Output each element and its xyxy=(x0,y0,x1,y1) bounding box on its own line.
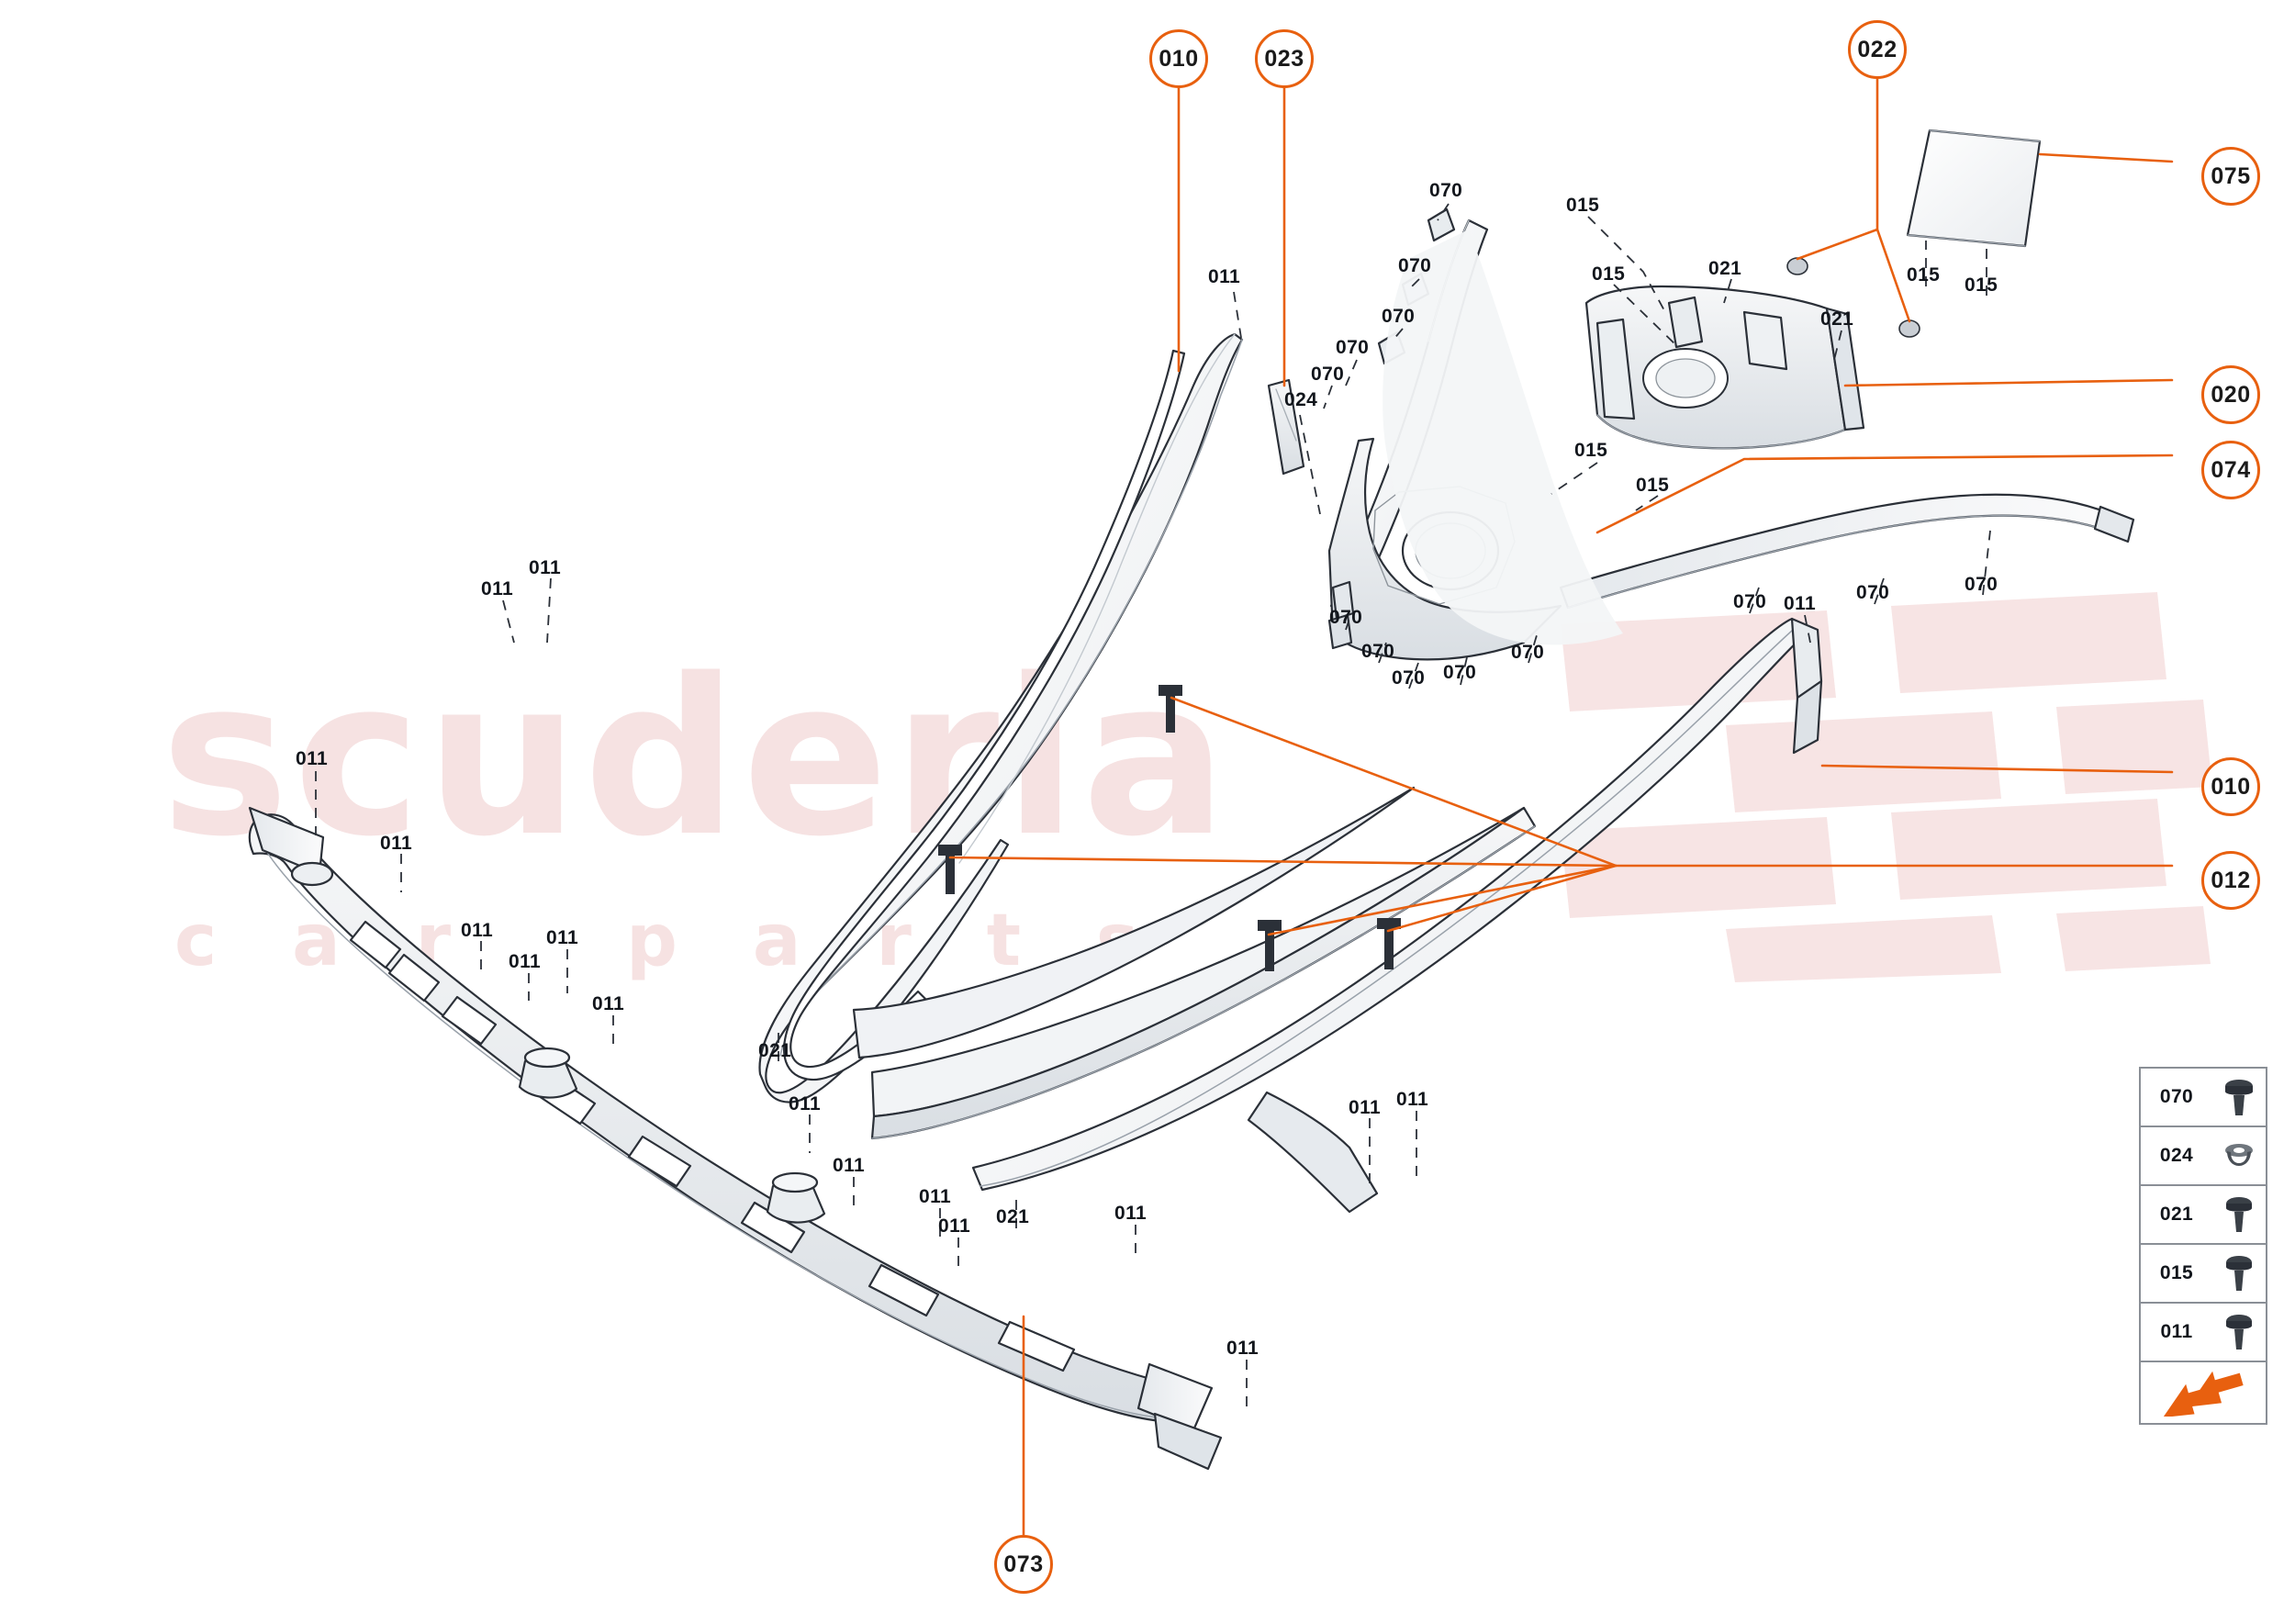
legend-table: 070 024 021 xyxy=(2139,1067,2267,1425)
part-clip-strip-023 xyxy=(1267,378,1305,476)
part-label-070: 070 xyxy=(1336,337,1370,358)
part-windshield-moulding xyxy=(852,786,1416,1059)
bolt-flanged-icon xyxy=(2212,1077,2266,1117)
part-windshield-frame-panel xyxy=(783,349,1186,1081)
leader-lines-accent xyxy=(948,77,2174,1537)
part-label-011: 011 xyxy=(1114,1203,1148,1224)
callout-012[interactable]: 012 xyxy=(2201,851,2260,910)
bolt-hex-icon xyxy=(2212,1253,2266,1294)
part-label-070: 070 xyxy=(1965,574,1998,595)
part-label-011: 011 xyxy=(789,1093,822,1114)
part-speaker-housing-020 xyxy=(1584,285,1865,450)
part-label-015: 015 xyxy=(1574,440,1608,461)
part-label-070: 070 xyxy=(1856,582,1890,603)
legend-row-021: 021 xyxy=(2141,1186,2266,1245)
part-label-011: 011 xyxy=(1226,1338,1259,1359)
part-label-011: 011 xyxy=(529,557,562,578)
part-label-070: 070 xyxy=(1443,662,1477,683)
bolt-hex-icon xyxy=(2212,1312,2266,1352)
part-cover-plate-075 xyxy=(1906,129,2042,248)
part-label-011: 011 xyxy=(546,927,579,948)
part-sill-trim-074 xyxy=(1559,493,2135,610)
part-label-024: 024 xyxy=(1284,389,1318,410)
part-label-011: 011 xyxy=(1208,266,1241,287)
part-inner-panel-shade xyxy=(1383,230,1623,645)
part-a-pillar-trim-right xyxy=(971,617,1823,1192)
part-label-011: 011 xyxy=(461,920,494,941)
legend-code-011: 011 xyxy=(2160,1321,2193,1342)
part-label-011: 011 xyxy=(1396,1089,1429,1110)
part-label-011: 011 xyxy=(1784,593,1817,614)
callout-022[interactable]: 022 xyxy=(1848,20,1907,79)
fastener-group-012 xyxy=(938,685,1401,971)
part-label-021: 021 xyxy=(1708,258,1742,279)
part-label-070: 070 xyxy=(1429,180,1463,201)
part-label-011: 011 xyxy=(481,578,514,599)
part-label-015: 015 xyxy=(1566,195,1600,216)
part-lower-trim-panel xyxy=(870,806,1537,1214)
part-label-015: 015 xyxy=(1592,263,1626,285)
part-label-011: 011 xyxy=(833,1155,866,1176)
part-label-015: 015 xyxy=(1907,264,1941,286)
part-label-011: 011 xyxy=(919,1186,952,1207)
part-label-011: 011 xyxy=(509,951,542,972)
part-label-011: 011 xyxy=(938,1215,971,1237)
part-label-011: 011 xyxy=(296,748,329,769)
part-label-015: 015 xyxy=(1636,475,1670,496)
grommet-icon xyxy=(2212,1142,2266,1170)
legend-row-015: 015 xyxy=(2141,1245,2266,1304)
part-label-070: 070 xyxy=(1511,642,1545,663)
part-label-011: 011 xyxy=(592,993,625,1014)
callout-010-right[interactable]: 010 xyxy=(2201,757,2260,816)
callout-074[interactable]: 074 xyxy=(2201,441,2260,499)
part-label-011: 011 xyxy=(1349,1097,1382,1118)
part-label-011: 011 xyxy=(380,833,413,854)
legend-row-011: 011 xyxy=(2141,1304,2266,1362)
part-label-070: 070 xyxy=(1329,607,1363,628)
callout-010-top[interactable]: 010 xyxy=(1149,29,1208,88)
arrows-direction-icon xyxy=(2141,1362,2266,1423)
legend-code-024: 024 xyxy=(2159,1145,2194,1166)
legend-code-015: 015 xyxy=(2159,1262,2194,1283)
callout-020[interactable]: 020 xyxy=(2201,365,2260,424)
part-label-015: 015 xyxy=(1965,274,1998,296)
callout-075[interactable]: 075 xyxy=(2201,147,2260,206)
bolt-hex-icon xyxy=(2212,1194,2266,1235)
part-label-070: 070 xyxy=(1361,641,1395,662)
legend-row-070: 070 xyxy=(2141,1069,2266,1127)
callout-023[interactable]: 023 xyxy=(1255,29,1314,88)
part-label-070: 070 xyxy=(1733,591,1767,612)
legend-code-021: 021 xyxy=(2159,1204,2194,1225)
part-label-021: 021 xyxy=(758,1040,792,1061)
legend-row-024: 024 xyxy=(2141,1127,2266,1186)
legend-code-070: 070 xyxy=(2159,1086,2194,1107)
part-label-021: 021 xyxy=(1820,308,1854,330)
leader-lines-dashed xyxy=(315,203,1991,1414)
part-label-070: 070 xyxy=(1382,306,1416,327)
part-label-070: 070 xyxy=(1398,255,1432,276)
part-label-070: 070 xyxy=(1311,364,1345,385)
part-label-070: 070 xyxy=(1392,667,1426,689)
part-label-021: 021 xyxy=(996,1206,1030,1227)
callout-073[interactable]: 073 xyxy=(994,1535,1053,1594)
part-cowl-crossmember xyxy=(248,806,1223,1471)
